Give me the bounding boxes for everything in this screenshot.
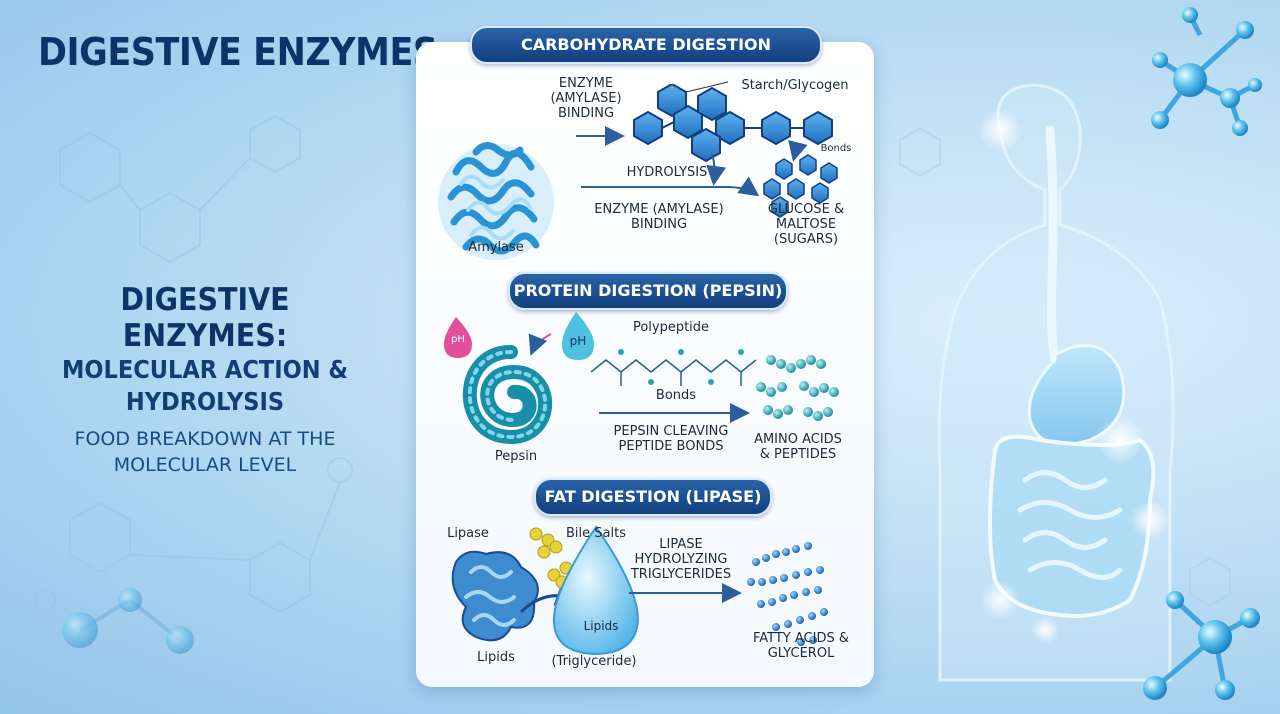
starch-label: Starch/Glycogen	[741, 78, 849, 93]
diagram-panel: CARBOHYDRATE DIGESTION (AMYLASE) PROTEIN…	[416, 26, 874, 687]
triglyceride-label: (Triglyceride)	[551, 654, 637, 669]
ph-drop-icon	[444, 312, 594, 360]
polypeptide-label: Polypeptide	[632, 320, 710, 335]
pepsin-action-1: PEPSIN CLEAVING	[613, 424, 729, 439]
subtitle-block: DIGESTIVE ENZYMES: MOLECULAR ACTION & HY…	[30, 282, 380, 478]
lipase-action-2: HYDROLYZING	[634, 552, 728, 567]
carb-binding-top: ENZYME (AMYLASE) BINDING	[536, 76, 636, 121]
protein-section-header: PROTEIN DIGESTION (PEPSIN)	[508, 272, 788, 310]
ph-badge-cyan: pH	[569, 334, 587, 348]
subtitle-desc-2: MOLECULAR LEVEL	[113, 454, 297, 476]
fat-product-2: GLYCEROL	[767, 646, 835, 661]
protein-product-label: AMINO ACIDS & PEPTIDES	[746, 432, 850, 462]
subtitle-line-1: MOLECULAR ACTION &	[62, 355, 348, 384]
carb-binding-top-1: ENZYME	[558, 76, 614, 91]
ph-badge-pink: pH	[451, 334, 465, 345]
hydrolysis-label: HYDROLYSIS	[626, 165, 708, 180]
main-title: DIGESTIVE ENZYMES:	[38, 30, 452, 74]
amylase-label: Amylase	[468, 240, 524, 255]
lipase-action-1: LIPASE	[659, 537, 703, 552]
protein-product-1: AMINO ACIDS	[754, 432, 842, 447]
fat-product-label: FATTY ACIDS & GLYCEROL	[746, 631, 856, 661]
pepsin-action-label: PEPSIN CLEAVING PEPTIDE BONDS	[606, 424, 736, 454]
lipase-enzyme-icon	[451, 550, 587, 642]
lipase-action-3: TRIGLYCERIDES	[630, 567, 732, 582]
subtitle-heading: DIGESTIVE ENZYMES:	[120, 282, 290, 354]
lipase-action-label: LIPASE HYDROLYZING TRIGLYCERIDES	[626, 537, 736, 582]
carb-binding-bottom: ENZYME (AMYLASE) BINDING	[584, 202, 734, 232]
subtitle-line-2: HYDROLYSIS	[125, 387, 285, 416]
carb-product-2: MALTOSE	[775, 217, 837, 232]
carb-binding-top-2: (AMYLASE)	[550, 91, 622, 106]
droplet-lipids-label: Lipids	[583, 619, 619, 633]
molecule-icon	[62, 588, 194, 654]
fat-product-1: FATTY ACIDS &	[752, 631, 849, 646]
polypeptide-chain	[590, 349, 757, 386]
pepsin-label: Pepsin	[494, 449, 538, 464]
carb-section-header: CARBOHYDRATE DIGESTION (AMYLASE)	[470, 26, 822, 88]
amylase-enzyme-icon	[438, 142, 554, 260]
subtitle-desc-1: FOOD BREAKDOWN AT THE	[74, 428, 336, 450]
bile-salts-icon	[529, 527, 573, 589]
pepsin-enzyme-icon	[462, 345, 553, 445]
carb-product-label: GLUCOSE & MALTOSE (SUGARS)	[756, 202, 856, 247]
fat-section-header: FAT DIGESTION (LIPASE)	[534, 478, 772, 516]
carb-bonds-label: Bonds	[820, 143, 852, 154]
starch-hexagon-chain	[633, 82, 833, 163]
molecule-icon	[1151, 7, 1262, 136]
molecule-icon	[1143, 591, 1260, 700]
pepsin-action-2: PEPTIDE BONDS	[618, 439, 724, 454]
bile-salts-label: Bile Salts	[566, 526, 626, 541]
lipase-label: Lipase	[447, 526, 489, 541]
carb-binding-top-3: BINDING	[557, 106, 615, 121]
digestive-system-icon	[937, 83, 1175, 682]
fatty-acid-beads	[747, 542, 828, 646]
protein-bonds-label: Bonds	[655, 388, 697, 403]
arrow-icon	[581, 176, 760, 197]
carb-binding-bottom-2: BINDING	[630, 217, 688, 232]
amino-acid-beads	[756, 355, 839, 421]
panel-illustrations	[438, 81, 839, 656]
carb-product-1: GLUCOSE &	[767, 202, 845, 217]
carb-binding-bottom-1: ENZYME (AMYLASE)	[594, 202, 724, 217]
carb-product-3: (SUGARS)	[773, 232, 839, 247]
hex-network-left	[34, 114, 353, 614]
lipids-label: Lipids	[477, 650, 515, 665]
protein-product-2: & PEPTIDES	[759, 447, 837, 462]
